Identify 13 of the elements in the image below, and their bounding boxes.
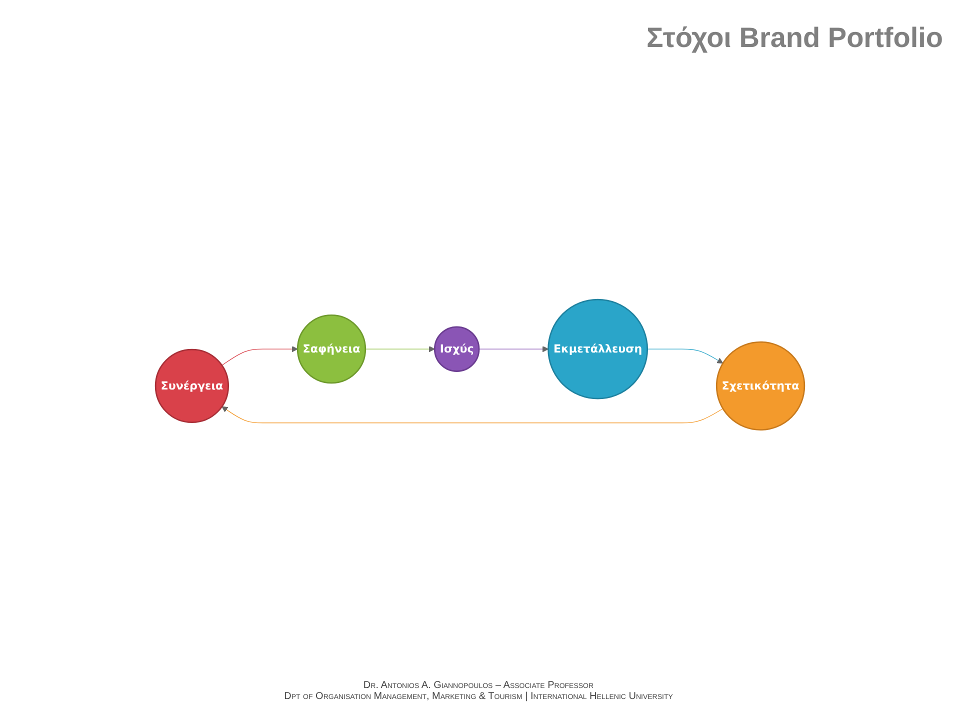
node-circle: Σχετικότητα — [716, 342, 806, 431]
arrow — [365, 346, 435, 352]
node-circle: Εκμετάλλευση — [548, 299, 648, 400]
arrow — [222, 346, 298, 366]
arrow — [647, 349, 724, 364]
arrow — [478, 346, 549, 352]
footer-text: Dr. Antonios A. Giannopoulos – Associate Professor — [363, 680, 594, 691]
arrow — [222, 406, 724, 424]
node-circle: Σαφήνεια — [296, 314, 366, 384]
node-circle: Ισχύς — [434, 326, 480, 372]
node-circle: Συνέργεια — [154, 349, 230, 424]
footer-text: Dpt of Organisation Management, Marketing & Tourism | International Hellenic University — [284, 691, 673, 702]
slide-title: Στόχοι Brand Portfolio — [646, 22, 943, 54]
